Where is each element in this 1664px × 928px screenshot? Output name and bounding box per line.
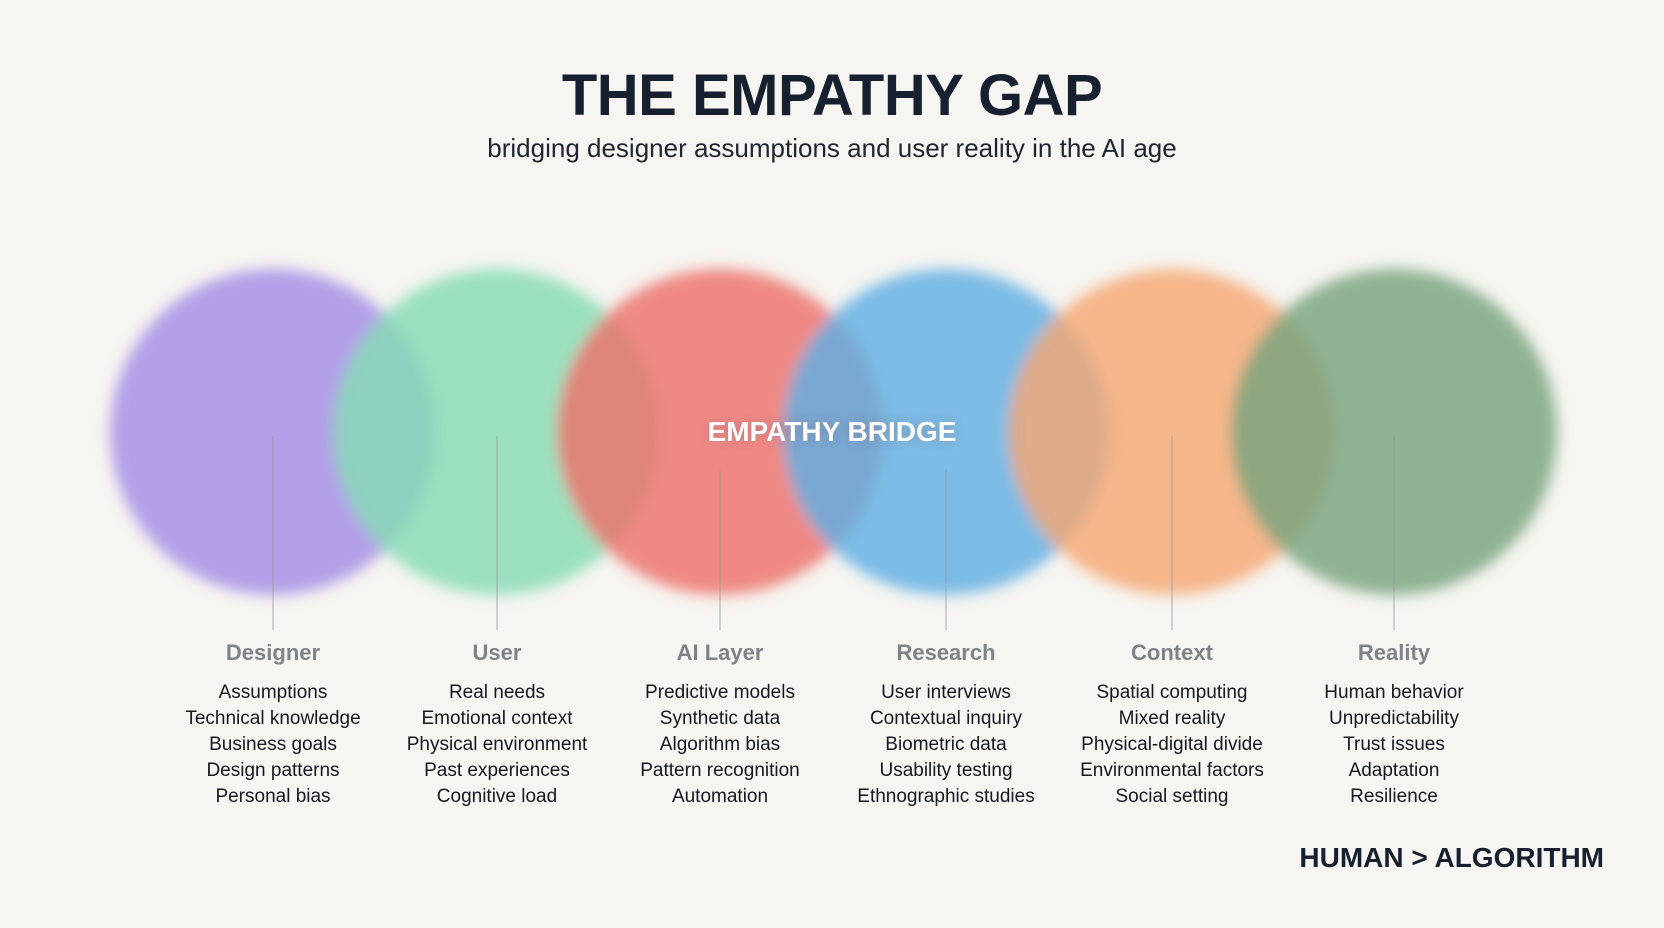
reality-column-item: Unpredictability <box>1329 708 1459 729</box>
user-circle <box>334 269 660 595</box>
context-column-title: Context <box>1131 640 1213 665</box>
reality-column-item: Trust issues <box>1343 734 1445 755</box>
designer-column-item: Business goals <box>209 734 337 755</box>
designer-circle <box>110 269 436 595</box>
designer-column-title: Designer <box>225 640 321 665</box>
diagram-subtitle: bridging designer assumptions and user r… <box>487 133 1177 163</box>
research-column-item: Contextual inquiry <box>869 708 1023 729</box>
footer-tagline: HUMAN > ALGORITHM <box>1299 842 1604 873</box>
reality-column-item: Adaptation <box>1348 760 1440 781</box>
ai-layer-column-title: AI Layer <box>676 640 764 665</box>
ai-layer-column-item: Predictive models <box>645 682 795 703</box>
ai-layer-column-item: Automation <box>671 786 769 807</box>
ai-layer-column-item: Synthetic data <box>659 708 781 729</box>
user-column-item: Past experiences <box>424 760 570 781</box>
context-column-item: Environmental factors <box>1080 760 1264 781</box>
reality-column-item: Resilience <box>1350 786 1438 807</box>
ai-layer-circle <box>557 269 883 595</box>
empathy-bridge-label: EMPATHY BRIDGE <box>707 416 957 447</box>
diagram-title: THE EMPATHY GAP <box>561 63 1103 128</box>
reality-circle <box>1231 269 1557 595</box>
ai-layer-column-item: Pattern recognition <box>640 760 800 781</box>
user-column-item: Emotional context <box>421 708 573 729</box>
research-column-item: Ethnographic studies <box>857 786 1035 807</box>
reality-column-item: Human behavior <box>1324 682 1464 703</box>
user-column-item: Real needs <box>448 682 546 703</box>
ai-layer-column-item: Algorithm bias <box>659 734 781 755</box>
reality-column-title: Reality <box>1357 640 1431 665</box>
research-column-title: Research <box>896 640 996 665</box>
designer-column-item: Technical knowledge <box>185 708 361 729</box>
research-circle <box>783 269 1109 595</box>
designer-column-item: Assumptions <box>218 682 328 703</box>
context-column-item: Mixed reality <box>1118 708 1226 729</box>
context-column-item: Spatial computing <box>1096 682 1248 703</box>
designer-column-item: Design patterns <box>206 760 340 781</box>
context-column-item: Social setting <box>1115 786 1229 807</box>
user-column-title: User <box>472 640 522 665</box>
user-column-item: Cognitive load <box>436 786 558 807</box>
research-column-item: Biometric data <box>885 734 1007 755</box>
research-column-item: User interviews <box>881 682 1011 703</box>
context-column-item: Physical-digital divide <box>1081 734 1263 755</box>
designer-column-item: Personal bias <box>215 786 331 807</box>
research-column-item: Usability testing <box>879 760 1013 781</box>
user-column-item: Physical environment <box>406 734 588 755</box>
